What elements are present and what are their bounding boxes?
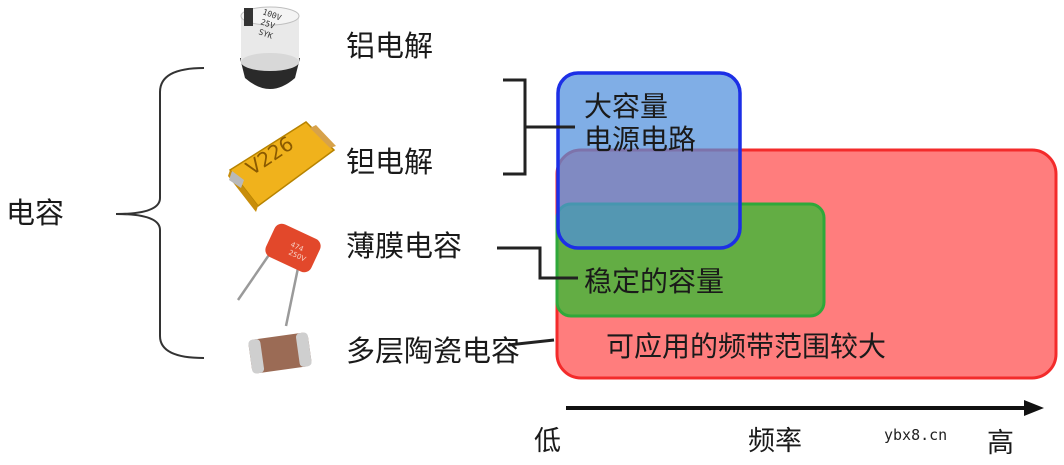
region-large-capacity-text: 大容量 电源电路 [584,90,696,156]
region-wide-band-text: 可应用的频带范围较大 [606,330,887,363]
mlcc-capacitor-icon [248,332,312,374]
connector-mlcc [507,338,555,347]
label-tantalum-electrolytic: 钽电解 [346,145,434,179]
label-film-capacitor: 薄膜电容 [346,229,463,263]
region-large-capacity-line-1: 大容量 [584,90,669,123]
root-brace [115,67,205,359]
connector-film [497,246,578,280]
bracket-electrolytic [503,78,575,176]
root-label: 电容 [6,196,65,230]
frequency-axis [566,400,1044,416]
region-large-capacity [556,71,742,250]
region-stable-capacity-text: 稳定的容量 [584,265,725,298]
region-large-capacity-line-2: 电源电路 [584,123,697,157]
label-mlcc: 多层陶瓷电容 [346,334,521,368]
axis-low-label: 低 [534,426,561,457]
axis-high-label: 高 [987,428,1014,459]
axis-frequency-label: 频率 [748,426,802,457]
label-aluminum-electrolytic: 铝电解 [346,29,434,63]
film-capacitor-icon: 474 250V [236,223,321,327]
watermark: ybx8.cn [884,426,948,444]
aluminum-electrolytic-capacitor-icon: 100V 25V SYK [240,6,300,89]
tantalum-capacitor-icon: V226 [228,121,336,212]
